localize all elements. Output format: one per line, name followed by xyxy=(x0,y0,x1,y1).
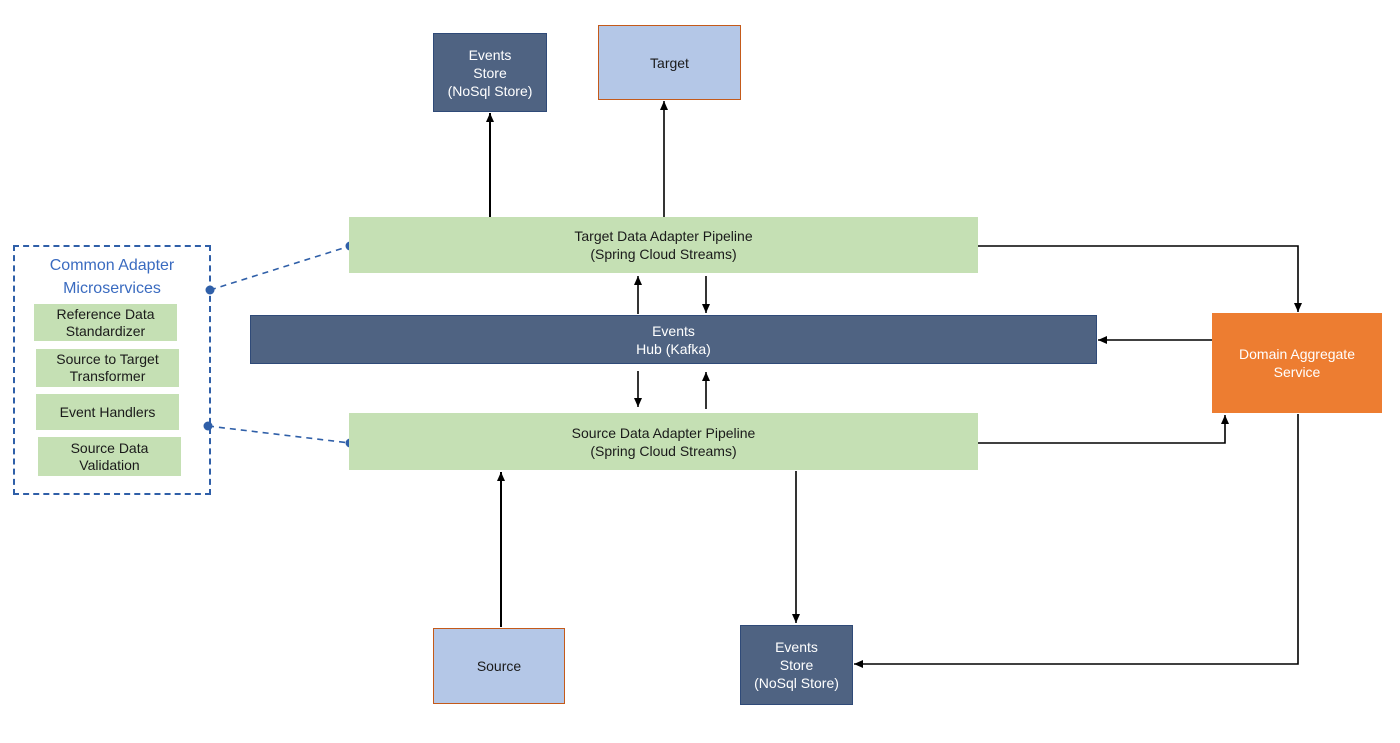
events-store-bottom-line1: Events xyxy=(775,639,818,655)
adapter-item-source-data-validation: Source Data Validation xyxy=(38,437,181,476)
events-store-bottom-line2: Store xyxy=(779,657,814,673)
dashed-connector-top xyxy=(209,245,351,291)
common-adapter-group xyxy=(13,245,211,495)
target-pipeline-line1: Target Data Adapter Pipeline xyxy=(574,228,753,244)
adapter-item-reference-data: Reference Data Standardizer xyxy=(34,304,177,341)
events-store-top: Events Store (NoSql Store) xyxy=(433,33,547,112)
domain-aggregate-line1: Domain Aggregate xyxy=(1239,346,1355,362)
dashed-connector-bottom xyxy=(207,425,351,444)
target-data-adapter-pipeline: Target Data Adapter Pipeline (Spring Clo… xyxy=(349,217,978,273)
target-label: Target xyxy=(650,54,689,71)
events-hub: Events Hub (Kafka) xyxy=(250,315,1097,364)
domain-aggregate-service: Domain Aggregate Service xyxy=(1212,313,1382,413)
source-data-adapter-pipeline: Source Data Adapter Pipeline (Spring Clo… xyxy=(349,413,978,470)
source-label: Source xyxy=(476,658,522,674)
common-adapter-title-line1: Common Adapter xyxy=(49,257,175,274)
events-store-top-line1: Events xyxy=(468,46,512,63)
adapter-item-3-line2: Validation xyxy=(79,456,140,473)
arrow-domain-aggregate-to-events-store-bottom xyxy=(854,414,1299,668)
arrow-target-pipeline-to-domain-aggregate xyxy=(978,245,1302,312)
events-hub-line2: Hub (Kafka) xyxy=(636,340,711,357)
adapter-item-3-line1: Source Data xyxy=(70,439,149,456)
domain-aggregate-line2: Service xyxy=(1273,364,1321,380)
events-store-top-line2: Store xyxy=(473,64,507,81)
adapter-item-1-line1: Source to Target xyxy=(56,351,159,367)
target-box: Target xyxy=(598,25,741,100)
source-pipeline-line2: (Spring Cloud Streams) xyxy=(590,442,737,459)
events-hub-line1: Events xyxy=(652,322,695,339)
adapter-item-0-line2: Standardizer xyxy=(65,322,146,339)
arrow-source-pipeline-to-domain-aggregate xyxy=(978,415,1229,444)
source-box: Source xyxy=(433,628,565,704)
common-adapter-title: Common Adapter Microservices xyxy=(14,254,210,300)
adapter-item-source-to-target: Source to Target Transformer xyxy=(36,349,179,387)
source-pipeline-line1: Source Data Adapter Pipeline xyxy=(571,424,756,441)
target-pipeline-line2: (Spring Cloud Streams) xyxy=(590,246,737,262)
events-store-bottom-line3: (NoSql Store) xyxy=(754,675,839,691)
events-store-bottom: Events Store (NoSql Store) xyxy=(740,625,853,705)
events-store-top-line3: (NoSql Store) xyxy=(447,82,533,99)
adapter-item-0-line1: Reference Data xyxy=(56,305,155,322)
adapter-item-2-line1: Event Handlers xyxy=(59,403,156,420)
common-adapter-title-line2: Microservices xyxy=(63,280,161,297)
adapter-item-event-handlers: Event Handlers xyxy=(36,394,179,430)
adapter-item-1-line2: Transformer xyxy=(69,368,146,384)
